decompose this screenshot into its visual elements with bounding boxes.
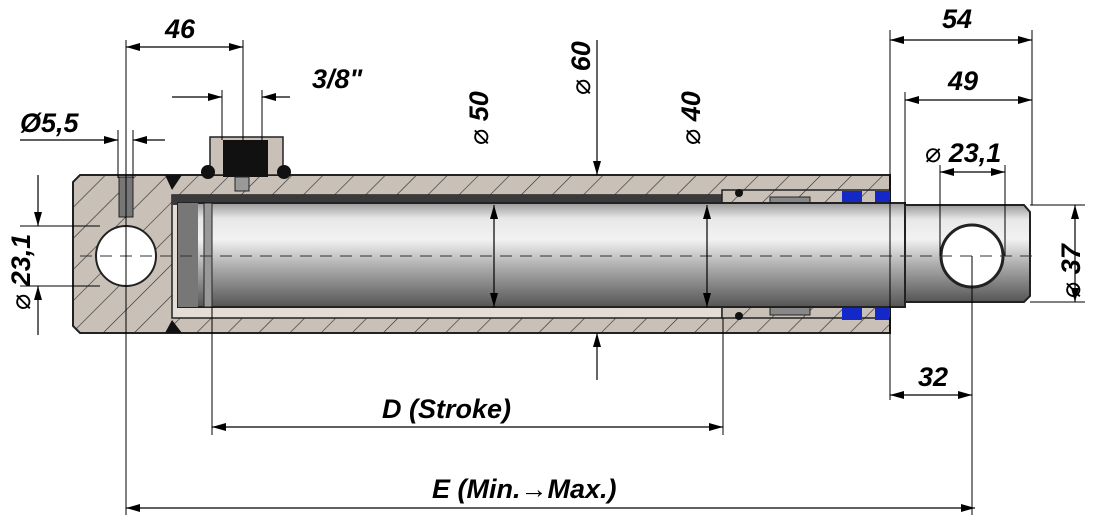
dim-tube-dia: ⌀ 60 [566,41,596,95]
dim-base-pin-hole: ⌀ 23,1 [6,234,36,310]
dim-rod-end-length: 49 [947,66,978,96]
dim-overall: E (Min.→Max.) [432,474,617,504]
dim-port-thread: 3/8" [312,64,364,94]
dim-rod-end-dia: ⌀ 37 [1056,242,1086,298]
dim-inner-dia: ⌀ 40 [676,91,706,145]
hydraulic-port [201,136,291,192]
dim-stroke: D (Stroke) [382,394,511,424]
dim-rod-end-total: 54 [942,4,972,34]
dim-rod-pin-hole: ⌀ 23,1 [925,138,1001,168]
seal [842,191,862,203]
piston-rod [177,202,1031,308]
dim-port-spacing: 46 [164,14,196,44]
dim-hole-offset: 32 [918,362,948,392]
dim-grease-hole: Ø5,5 [20,108,80,138]
dim-rod-dia: ⌀ 50 [464,91,494,145]
